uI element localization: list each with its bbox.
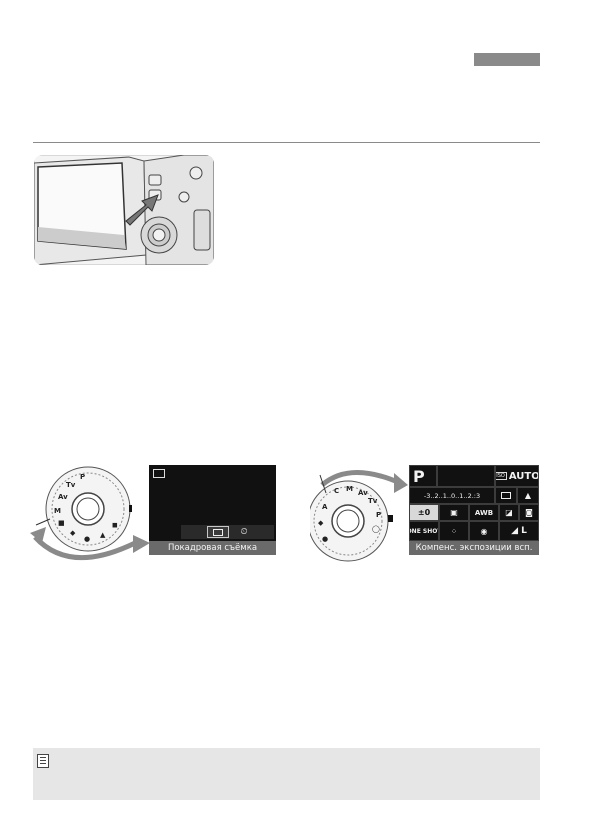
evaluative-metering-icon: ◉ <box>469 521 499 541</box>
section-divider <box>33 142 540 143</box>
empty-cell-1 <box>437 465 495 487</box>
camera-photo <box>34 155 214 265</box>
svg-text:Tv: Tv <box>66 481 76 489</box>
svg-text:Av: Av <box>358 489 368 497</box>
drive-mode-label: Покадровая съёмка <box>149 541 276 555</box>
svg-text:P: P <box>80 473 85 481</box>
svg-text:M: M <box>346 485 353 493</box>
lcd-quick-control: P ISO AUTO -3..2..1..0..1..2.:3 ▲ ±0 ▣ A… <box>409 465 539 555</box>
image-quality-value: L <box>521 526 527 536</box>
shooting-mode: P <box>409 465 437 487</box>
self-timer-icon: ⏲ <box>240 527 248 537</box>
metering-icon: ◙ <box>519 504 539 521</box>
section-tab-marker <box>474 53 540 66</box>
af-mode: ONE SHOT <box>409 521 439 541</box>
flash-compensation: ±0 <box>409 504 439 521</box>
lcd-drive-mode: ⏲ Покадровая съёмка <box>149 465 276 555</box>
picture-style-icon: ▲ <box>517 487 539 504</box>
note-icon <box>37 754 49 768</box>
iso-icon: ISO <box>496 472 507 480</box>
single-shot-indicator-icon <box>153 469 165 478</box>
iso-value: AUTO <box>508 470 539 482</box>
note-box <box>33 748 540 800</box>
svg-text:Tv: Tv <box>368 497 378 505</box>
svg-text:◆: ◆ <box>318 519 324 527</box>
svg-text:◼: ◼ <box>112 521 118 529</box>
drive-mode-icon <box>495 487 517 504</box>
white-balance: AWB <box>469 504 499 521</box>
svg-text:Av: Av <box>58 493 68 501</box>
svg-text:●: ● <box>322 535 328 543</box>
auto-lighting-optimizer-icon: ▣ <box>439 504 469 521</box>
iso-setting: ISO AUTO <box>495 465 539 487</box>
af-point-icon: ⁘ <box>439 521 469 541</box>
svg-text:◆: ◆ <box>70 529 76 537</box>
exposure-scale: -3..2..1..0..1..2.:3 <box>409 487 495 504</box>
svg-text:P: P <box>376 511 381 519</box>
svg-text:■: ■ <box>58 519 65 527</box>
svg-text:A: A <box>322 503 328 511</box>
single-shot-icon <box>207 526 229 538</box>
flash-comp-value: ±0 <box>417 508 431 517</box>
image-quality: ◢ L <box>499 521 539 541</box>
svg-text:C: C <box>334 487 339 495</box>
quick-control-footer: Компенс. экспозиции всп. <box>409 541 539 555</box>
svg-text:▲: ▲ <box>100 531 106 539</box>
svg-text:M: M <box>54 507 61 515</box>
svg-text:◯: ◯ <box>372 525 380 533</box>
picture-style-2-icon: ◪ <box>499 504 519 521</box>
svg-text:●: ● <box>84 535 90 543</box>
